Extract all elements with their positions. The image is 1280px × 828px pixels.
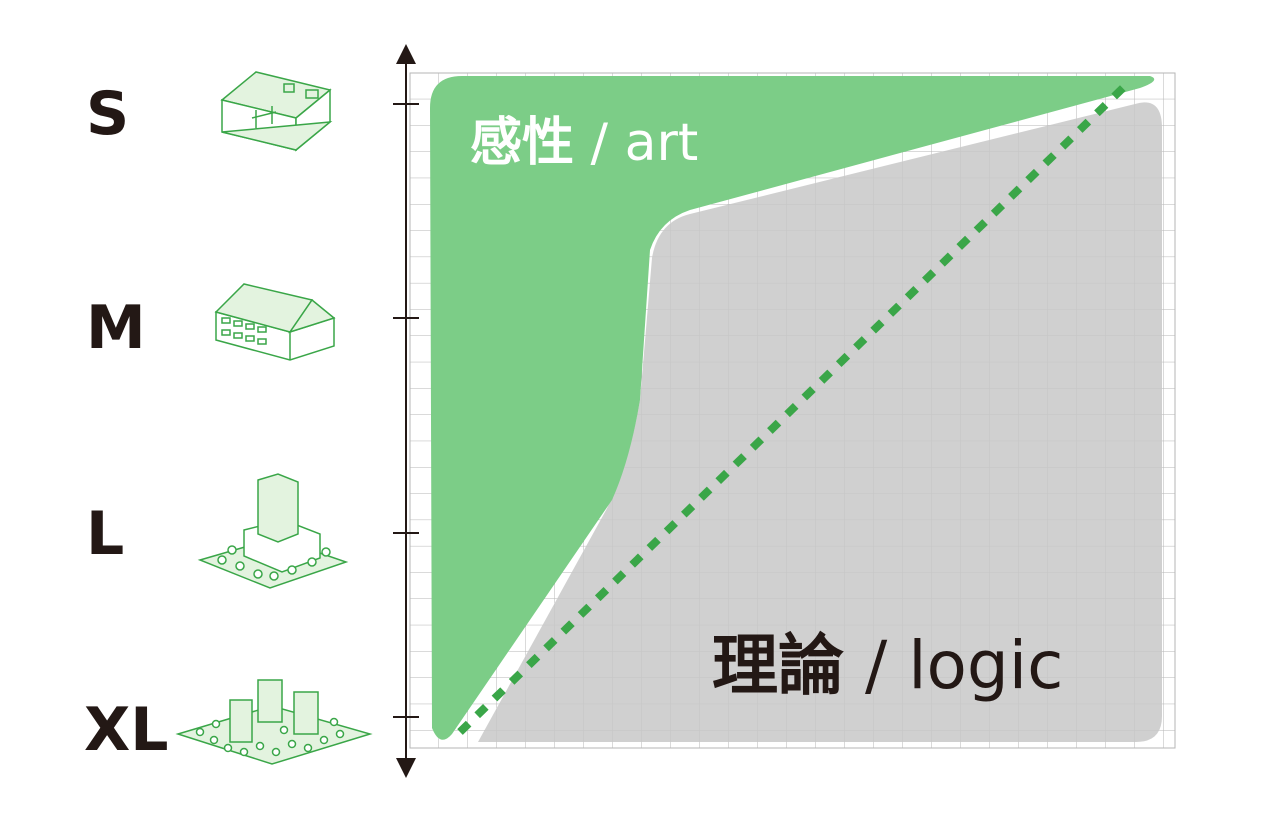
art-label: 感性 / art [470,113,698,173]
axis-arrow-up-icon [396,44,416,64]
small-room-icon [220,71,333,152]
art-label-main: 感性 [470,113,574,173]
tower-building-icon [197,473,349,589]
logic-label-main: 理論 [712,627,844,704]
grid-border [409,72,1176,749]
scale-label-m: M [86,293,146,363]
axis-arrow-down-icon [396,758,416,778]
city-block-icon [175,679,373,765]
art-label-sub: / art [574,113,698,173]
vertical-axis [393,44,419,778]
logic-region [478,102,1162,742]
scale-label-l: L [86,499,125,569]
logic-label-sub: / logic [844,627,1063,704]
art-region [430,76,1155,740]
house-icon [214,283,336,361]
logic-label: 理論 / logic [712,627,1063,704]
scale-label-s: S [86,79,130,149]
dotted-trend-line [457,83,1128,735]
scale-label-xl: XL [84,695,169,765]
